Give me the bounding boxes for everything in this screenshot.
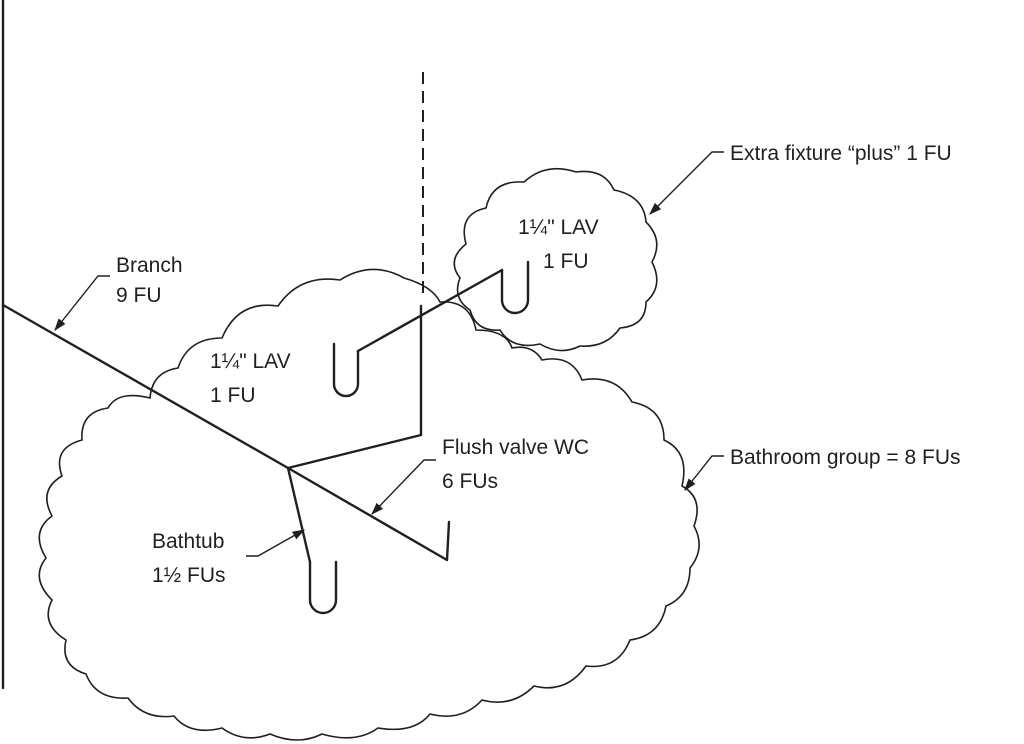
lav-left-fu-label: 1 FU	[210, 384, 256, 407]
bathroom-group-cloud	[38, 268, 700, 741]
branch-pipe	[1, 303, 451, 562]
bathtub-drain-pipe	[286, 466, 312, 564]
bathtub-trap	[308, 560, 338, 615]
lav-right-trap	[500, 260, 530, 315]
lav-right-label: 1¼" LAV	[518, 216, 599, 239]
lav-connection-pipe	[356, 268, 504, 353]
branch-leader	[54, 275, 110, 331]
lav-riser-pipe	[286, 304, 423, 470]
bathroom-group-leader	[684, 455, 724, 491]
lav-right-fu-label: 1 FU	[543, 250, 589, 273]
bathtub-label: Bathtub	[152, 530, 224, 553]
flush-valve-fu-label: 6 FUs	[442, 470, 498, 493]
lav-left-trap	[332, 342, 360, 398]
bathtub-leader	[246, 529, 306, 557]
lav-left-label: 1¼" LAV	[210, 350, 291, 373]
bathtub-fu-label: 1½ FUs	[152, 564, 226, 587]
branch-fu-label: 9 FU	[116, 284, 162, 307]
extra-fixture-leader	[649, 151, 724, 215]
bathroom-group-label: Bathroom group = 8 FUs	[730, 446, 961, 469]
branch-label: Branch	[116, 254, 183, 277]
flush-valve-leader	[371, 459, 436, 515]
extra-fixture-label: Extra fixture “plus” 1 FU	[730, 142, 952, 165]
flush-valve-label: Flush valve WC	[442, 436, 589, 459]
extra-fixture-cloud	[453, 167, 658, 352]
